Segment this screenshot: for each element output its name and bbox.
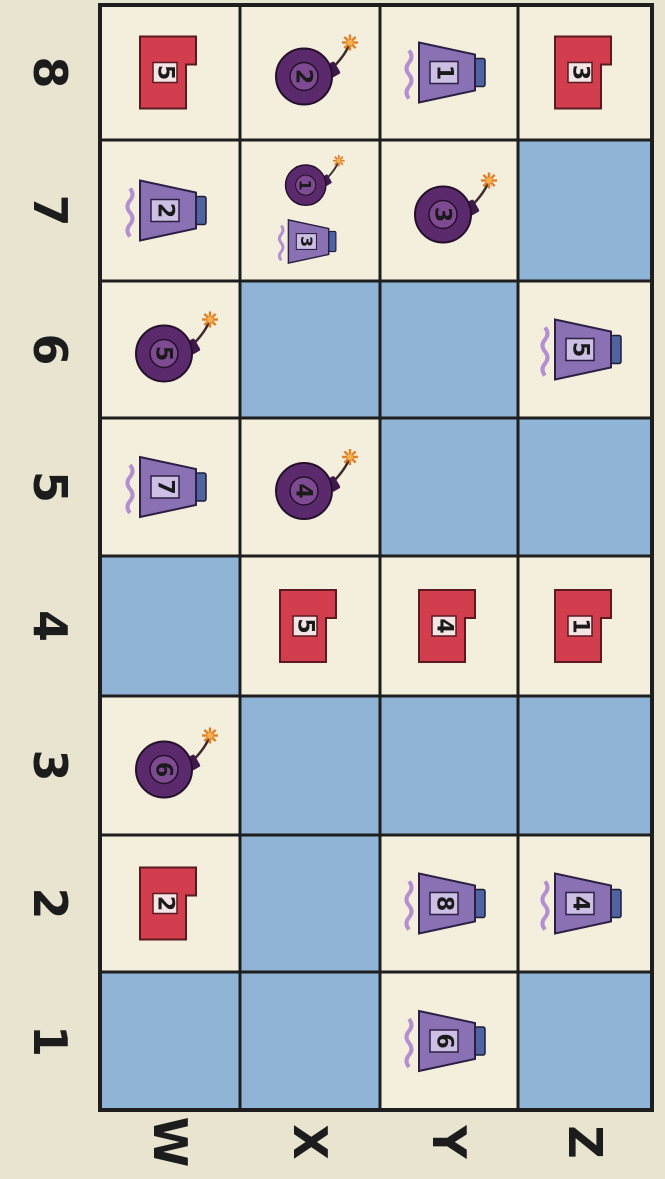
cell-w4[interactable] bbox=[100, 556, 240, 696]
cell-x2[interactable] bbox=[240, 835, 380, 972]
cell-w8[interactable]: 5 bbox=[100, 5, 240, 140]
cell-y7[interactable]: 3 bbox=[380, 140, 518, 281]
cell-w1[interactable] bbox=[100, 972, 240, 1110]
piece-number: 5 bbox=[568, 342, 593, 357]
cell-w2[interactable]: 2 bbox=[100, 835, 240, 972]
spark-icon bbox=[342, 449, 358, 465]
cell-x5[interactable]: 4 bbox=[240, 418, 380, 556]
column-label-5: 5 bbox=[23, 471, 77, 503]
cell-y4[interactable]: 4 bbox=[380, 556, 518, 696]
water-cell-fill bbox=[240, 972, 380, 1110]
cell-z7[interactable] bbox=[518, 140, 652, 281]
cell-y5[interactable] bbox=[380, 418, 518, 556]
cell-z3[interactable] bbox=[518, 696, 652, 835]
piece-number: 4 bbox=[291, 483, 316, 498]
piece-number: 5 bbox=[151, 346, 176, 361]
weight-cap bbox=[475, 1027, 485, 1055]
cell-y3[interactable] bbox=[380, 696, 518, 835]
row-labels: W X Y Z bbox=[143, 1117, 612, 1168]
weight-cap bbox=[475, 890, 485, 918]
piece-number: 7 bbox=[153, 479, 178, 494]
water-cell-fill bbox=[100, 556, 240, 696]
weight-cap bbox=[611, 336, 621, 364]
row-label-x: X bbox=[283, 1124, 337, 1159]
cell-z5[interactable] bbox=[518, 418, 652, 556]
cell-y1[interactable]: 6 bbox=[380, 972, 518, 1110]
piece-number: 4 bbox=[432, 618, 457, 633]
spark-icon bbox=[481, 173, 497, 189]
cell-y6[interactable] bbox=[380, 281, 518, 418]
water-cell-fill bbox=[240, 696, 380, 835]
cell-x7[interactable]: 31 bbox=[240, 140, 380, 281]
row-label-z: Z bbox=[558, 1125, 612, 1158]
column-label-8: 8 bbox=[23, 56, 77, 88]
water-cell-fill bbox=[240, 835, 380, 972]
piece-number: 5 bbox=[153, 65, 178, 80]
row-label-y: Y bbox=[422, 1124, 476, 1159]
column-label-1: 1 bbox=[23, 1025, 77, 1057]
piece-number: 4 bbox=[568, 896, 593, 911]
cell-fill bbox=[240, 140, 380, 281]
weight-cap bbox=[196, 197, 206, 225]
column-label-7: 7 bbox=[23, 194, 77, 226]
piece-number: 1 bbox=[295, 180, 314, 191]
piece-number: 3 bbox=[430, 207, 455, 222]
cell-x1[interactable] bbox=[240, 972, 380, 1110]
weight-cap bbox=[611, 890, 621, 918]
water-cell-fill bbox=[100, 972, 240, 1110]
piece-number: 2 bbox=[291, 69, 316, 84]
cell-x3[interactable] bbox=[240, 696, 380, 835]
piece-number: 1 bbox=[568, 618, 593, 633]
water-cell-fill bbox=[240, 281, 380, 418]
spark-icon bbox=[202, 312, 218, 328]
water-cell-fill bbox=[380, 281, 518, 418]
piece-number: 3 bbox=[568, 65, 593, 80]
cell-x8[interactable]: 2 bbox=[240, 5, 380, 140]
cell-x6[interactable] bbox=[240, 281, 380, 418]
water-cell-fill bbox=[518, 972, 652, 1110]
piece-number: 5 bbox=[293, 618, 318, 633]
piece-number: 8 bbox=[432, 896, 457, 911]
piece-number: 2 bbox=[153, 896, 178, 911]
cell-z1[interactable] bbox=[518, 972, 652, 1110]
piece-number: 6 bbox=[151, 762, 176, 777]
piece-number: 1 bbox=[432, 65, 457, 80]
cell-y8[interactable]: 1 bbox=[380, 5, 518, 140]
cell-z2[interactable]: 4 bbox=[518, 835, 652, 972]
weight-cap bbox=[196, 473, 206, 501]
piece-number: 2 bbox=[153, 203, 178, 218]
cell-z4[interactable]: 1 bbox=[518, 556, 652, 696]
spark-icon bbox=[342, 35, 358, 51]
cell-z6[interactable]: 5 bbox=[518, 281, 652, 418]
column-label-2: 2 bbox=[23, 887, 77, 919]
piece-number: 6 bbox=[432, 1033, 457, 1048]
weight-cap bbox=[329, 231, 336, 251]
column-labels: 1 2 3 4 5 6 7 8 bbox=[23, 56, 77, 1057]
weight-cap bbox=[475, 59, 485, 87]
cell-w3[interactable]: 6 bbox=[100, 696, 240, 835]
row-label-w: W bbox=[143, 1117, 197, 1168]
water-cell-fill bbox=[518, 140, 652, 281]
cell-w5[interactable]: 7 bbox=[100, 418, 240, 556]
column-label-4: 4 bbox=[23, 610, 77, 642]
water-cell-fill bbox=[380, 696, 518, 835]
water-cell-fill bbox=[518, 696, 652, 835]
cell-x4[interactable]: 5 bbox=[240, 556, 380, 696]
piece-number: 3 bbox=[297, 236, 316, 247]
spark-icon bbox=[202, 728, 218, 744]
cell-z8[interactable]: 3 bbox=[518, 5, 652, 140]
cell-w7[interactable]: 2 bbox=[100, 140, 240, 281]
column-label-3: 3 bbox=[23, 749, 77, 781]
cell-y2[interactable]: 8 bbox=[380, 835, 518, 972]
water-cell-fill bbox=[380, 418, 518, 556]
spark-icon bbox=[333, 155, 345, 167]
board-grid: 26752554312684314153 bbox=[100, 5, 652, 1110]
water-cell-fill bbox=[518, 418, 652, 556]
column-label-6: 6 bbox=[23, 333, 77, 365]
cell-w6[interactable]: 5 bbox=[100, 281, 240, 418]
